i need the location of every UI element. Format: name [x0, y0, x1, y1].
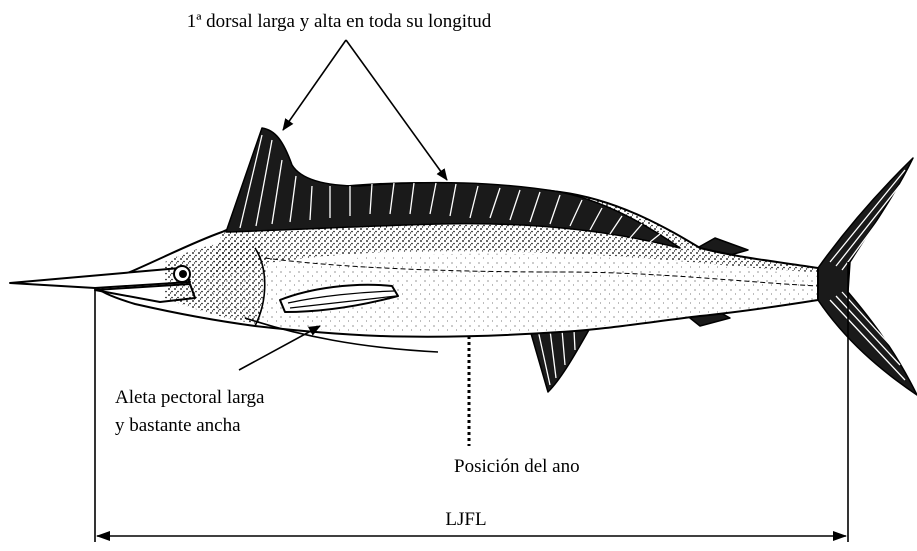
pectoral-pointer [239, 326, 320, 370]
dorsal-arrow-left [283, 40, 346, 130]
pectoral-fin-label-line1: Aleta pectoral larga [115, 387, 265, 408]
ljfl-arrow-right [833, 531, 847, 541]
dorsal-arrow-right [346, 40, 447, 180]
marlin-illustration [10, 128, 917, 395]
dorsal-fin-label: 1ª dorsal larga y alta en toda su longit… [187, 11, 492, 32]
anus-position-label: Posición del ano [454, 456, 580, 477]
pectoral-fin-label-line2: y bastante ancha [115, 415, 241, 436]
pupil [179, 270, 187, 278]
caudal-fin [818, 158, 917, 395]
ljfl-label: LJFL [445, 509, 486, 530]
ljfl-arrow-left [96, 531, 110, 541]
